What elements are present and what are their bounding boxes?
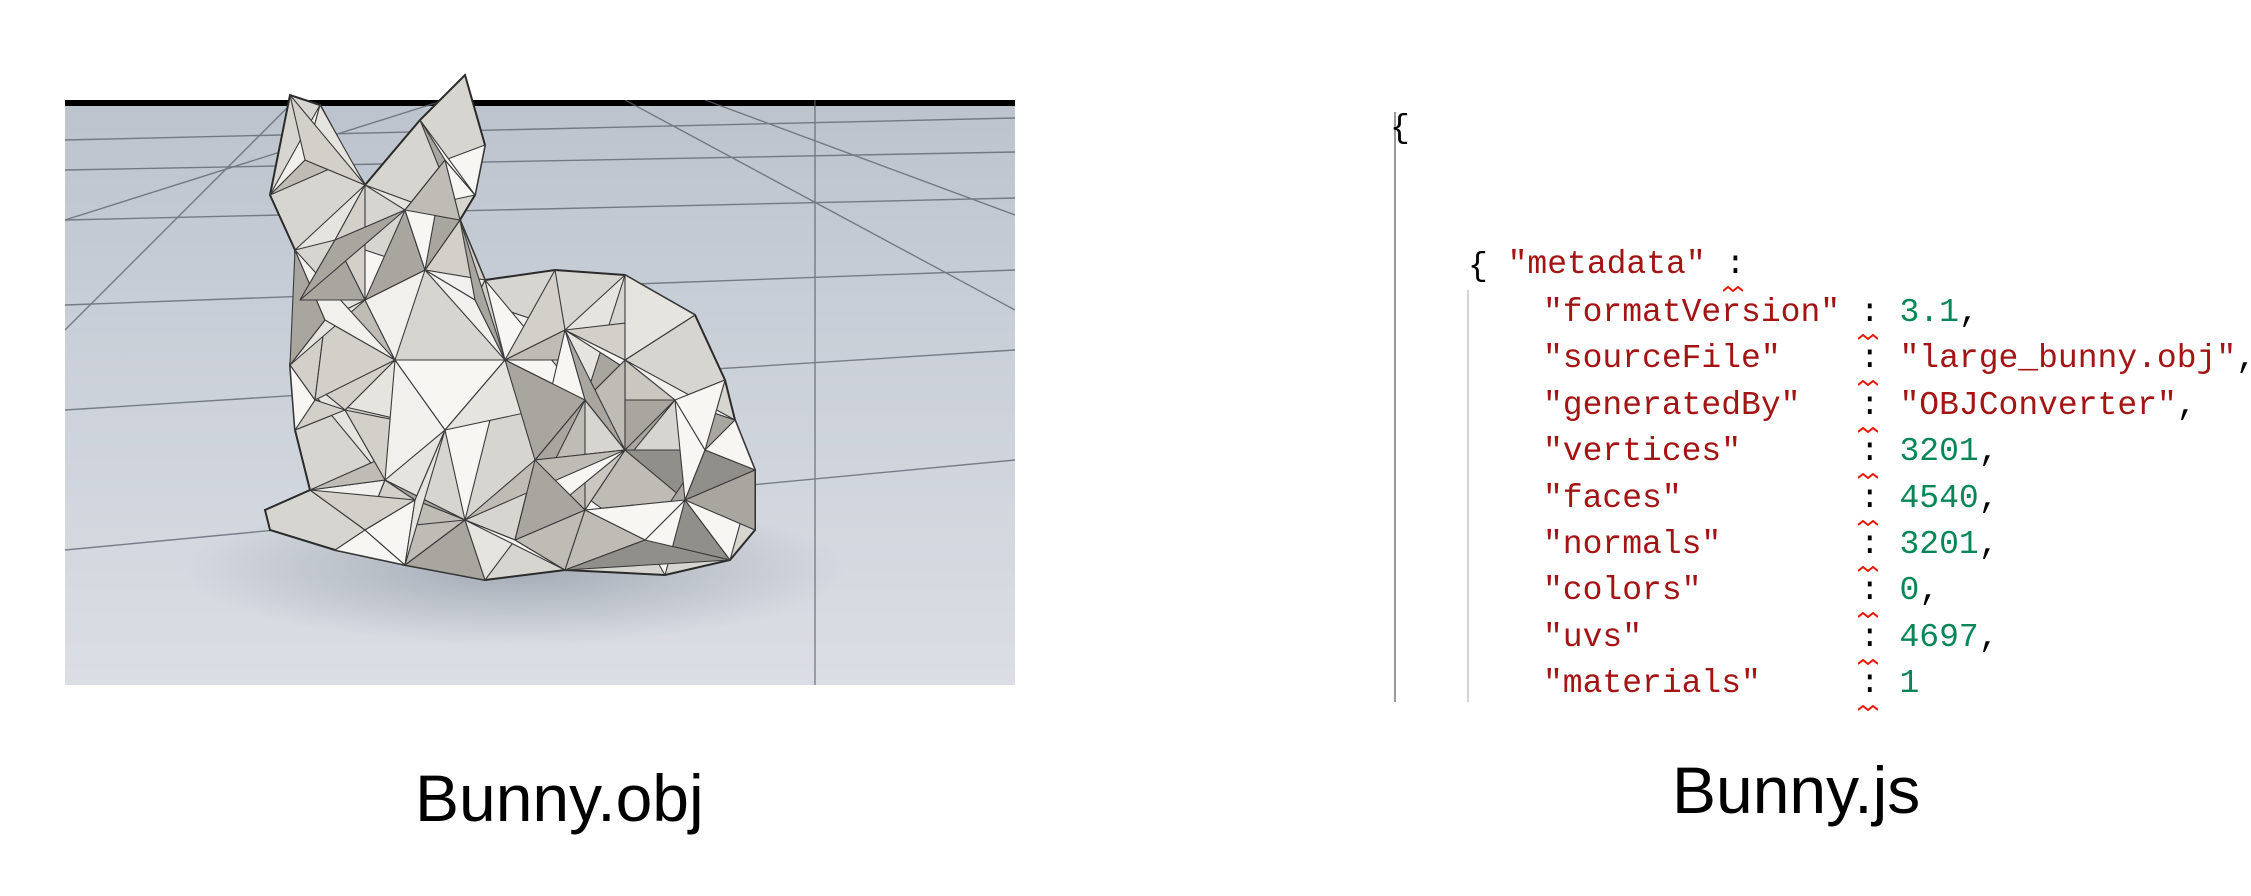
- code-entry-value: 1: [1899, 665, 1920, 703]
- code-entry-key: "uvs": [1543, 618, 1643, 656]
- code-entry-padding: [1721, 526, 1860, 563]
- code-entry-key: "materials": [1543, 665, 1761, 703]
- code-entry-line: "formatVersion" : 3.1,: [1543, 290, 1979, 341]
- mesh-face: [504, 359, 586, 461]
- grid-line: [65, 197, 1015, 221]
- code-entry-trail: ,: [2176, 386, 2197, 424]
- code-metadata-key: "metadata": [1507, 246, 1706, 283]
- code-entry-line: "uvs" : 4697,: [1543, 615, 1999, 666]
- code-entry-trail: ,: [1978, 618, 1999, 656]
- grid-line: [704, 100, 1015, 216]
- code-entry-key: "colors": [1543, 572, 1702, 610]
- grid-line: [624, 100, 1015, 311]
- code-entry-trail: ,: [1958, 294, 1979, 331]
- code-entry-line: "colors" : 0,: [1543, 568, 1940, 619]
- code-entry-padding: [1840, 294, 1860, 331]
- mesh-face: [514, 459, 586, 541]
- grid-line: [65, 117, 1015, 141]
- code-entry-padding: [1642, 619, 1860, 656]
- code-entry-value: 3201: [1899, 433, 1979, 471]
- mesh-face: [404, 429, 446, 566]
- editor-indent-guide: [1467, 290, 1469, 702]
- grid-line: [65, 100, 296, 331]
- code-entry-line: "normals" : 3201,: [1543, 522, 1999, 573]
- mesh-face: [624, 274, 696, 361]
- code-metadata-line: "metadata" :: [1468, 196, 1745, 293]
- squiggle-underline: [1857, 472, 1878, 480]
- squiggle-underline: [1857, 565, 1878, 573]
- code-entry-value: 4697: [1899, 618, 1979, 656]
- squiggle-underline: [1723, 285, 1744, 293]
- code-entry-key: "sourceFile": [1543, 340, 1781, 378]
- code-entry-line: "materials" : 1: [1543, 661, 1920, 712]
- code-entry-value: "OBJConverter": [1899, 386, 2177, 424]
- squiggle-underline: [1857, 658, 1878, 666]
- bunny-mesh: [263, 73, 756, 582]
- code-entry-colon: :: [1857, 665, 1880, 712]
- mesh-face: [564, 539, 731, 571]
- code-open-brace: {: [1390, 110, 1410, 147]
- mesh-face: [459, 219, 506, 361]
- code-entry-value: "large_bunny.obj": [1899, 340, 2237, 378]
- code-entry-trail: ,: [2236, 340, 2251, 377]
- squiggle-underline: [1857, 519, 1878, 526]
- code-entry-padding: [1741, 433, 1860, 470]
- mesh-face: [299, 209, 406, 301]
- code-entry-trail: ,: [1978, 479, 1999, 517]
- code-entry-colon: :: [1857, 619, 1880, 666]
- code-entry-colon: :: [1857, 387, 1880, 434]
- code-entry-value: 4540: [1899, 479, 1979, 517]
- code-entry-line: "sourceFile" : "large_bunny.obj",: [1543, 336, 2251, 387]
- bunny-render-image: [65, 73, 1015, 685]
- horizon-band: [65, 100, 1015, 106]
- mesh-face: [674, 379, 726, 451]
- code-inner-open-brace: {: [1468, 248, 1488, 285]
- code-entry-trail: ,: [1919, 572, 1940, 610]
- code-entry-trail: ,: [1978, 433, 1999, 471]
- squiggle-underline: [1857, 333, 1878, 341]
- code-entry-colon: :: [1857, 433, 1880, 480]
- code-entry-line: "generatedBy" : "OBJConverter",: [1543, 383, 2197, 434]
- code-entry-value: 3.1: [1899, 294, 1959, 331]
- code-metadata-colon: :: [1723, 246, 1745, 293]
- code-entry-padding: [1781, 340, 1860, 377]
- grid-line: [65, 151, 1015, 171]
- mesh-face: [404, 159, 461, 221]
- code-entry-colon: :: [1857, 480, 1880, 526]
- code-entry-colon: :: [1857, 340, 1880, 387]
- code-entry-colon: :: [1857, 294, 1880, 341]
- squiggle-underline: [1857, 704, 1878, 712]
- caption-bunny-obj: Bunny.obj: [415, 761, 704, 835]
- code-entry-colon: :: [1857, 572, 1880, 619]
- code-entry-key: "normals": [1543, 526, 1722, 563]
- editor-gutter-line: [1394, 112, 1396, 702]
- mesh-face: [289, 94, 366, 186]
- code-entry-key: "faces": [1543, 479, 1682, 517]
- code-entry-padding: [1761, 665, 1860, 702]
- code-entry-value: 0: [1899, 572, 1920, 610]
- code-entry-padding: [1800, 387, 1859, 424]
- code-entry-line: "faces" : 4540,: [1543, 476, 1999, 526]
- squiggle-underline: [1857, 426, 1878, 434]
- code-entry-trail: ,: [1978, 526, 1999, 563]
- code-entry-line: "vertices" : 3201,: [1543, 429, 1999, 480]
- squiggle-underline: [1857, 612, 1878, 619]
- code-entry-colon: :: [1857, 526, 1880, 573]
- code-entry-value: 3201: [1899, 526, 1979, 563]
- code-entry-padding: [1682, 480, 1860, 517]
- code-entry-padding: [1701, 572, 1859, 609]
- bunny-render: [65, 73, 1015, 685]
- code-entry-key: "generatedBy": [1543, 386, 1801, 424]
- squiggle-underline: [1857, 380, 1878, 387]
- code-entry-key: "formatVersion": [1543, 294, 1841, 331]
- caption-bunny-js: Bunny.js: [1672, 753, 1921, 827]
- grid-line: [65, 100, 446, 221]
- code-entry-key: "vertices": [1543, 433, 1742, 471]
